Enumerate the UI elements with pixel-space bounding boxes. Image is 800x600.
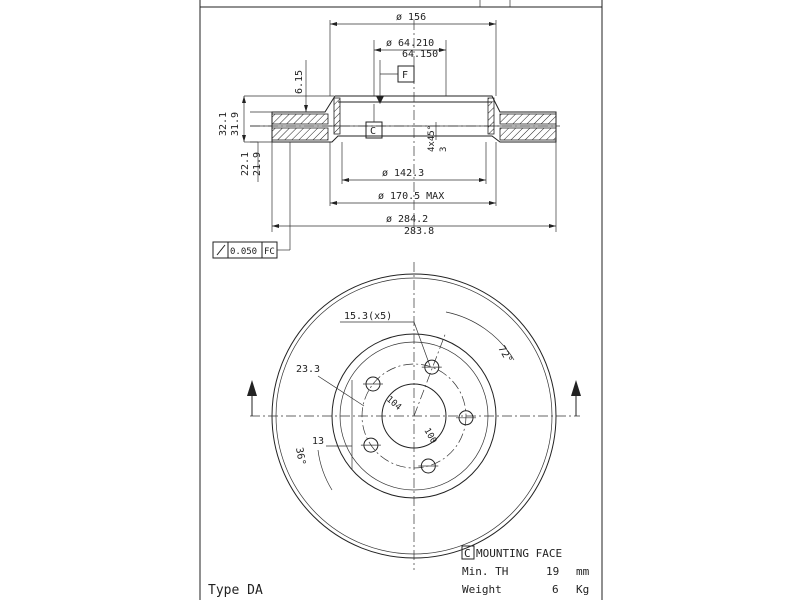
section-arrow-right xyxy=(571,380,581,416)
dim-21-9-label: 21.9 xyxy=(252,152,263,176)
cross-section-view xyxy=(212,20,560,259)
dim-6-15-label: 6.15 xyxy=(294,70,305,94)
angle-72-label: 72° xyxy=(495,344,514,365)
weight-label: Weight xyxy=(462,583,502,596)
dim-156-line xyxy=(330,22,496,26)
dim-142-line xyxy=(342,178,486,182)
mounting-ref-label: C xyxy=(464,547,471,560)
datum-f-label: F xyxy=(402,70,408,81)
weight-unit: Kg xyxy=(576,583,589,596)
chamfer-label: 4x45° xyxy=(427,125,437,152)
min-th-label: Min. TH xyxy=(462,565,508,578)
dim-100-label: 100 xyxy=(421,427,438,446)
dim-64-line xyxy=(374,48,446,52)
dim-142-label: ø 142.3 xyxy=(382,168,424,179)
dim-170-line xyxy=(330,201,496,205)
dim-31-9-label: 31.9 xyxy=(230,112,241,136)
dim-22-1-label: 22.1 xyxy=(240,152,251,176)
tolerance-frame xyxy=(212,142,291,259)
dim-156-label: ø 156 xyxy=(396,12,426,23)
weight-value: 6 xyxy=(552,583,559,596)
bolt-holes xyxy=(360,359,476,474)
dim-64-210-label: ø 64.210 xyxy=(386,38,434,49)
hole-label: 15.3(x5) xyxy=(344,311,392,322)
rotor-ring-right xyxy=(499,113,557,125)
tolerance-ref: FC xyxy=(264,247,275,257)
min-th-unit: mm xyxy=(576,565,590,578)
rotor-ring-right-lower xyxy=(499,127,557,141)
dim-170-label: ø 170.5 MAX xyxy=(378,191,444,202)
chamfer-3-label: 3 xyxy=(439,147,449,152)
dim-284-line xyxy=(272,224,556,228)
dim-64-150-label: 64.150 xyxy=(402,49,438,60)
angle-36-label: 36° xyxy=(293,447,307,467)
tolerance-value: 0.050 xyxy=(230,247,257,257)
datum-c-label: C xyxy=(370,126,376,137)
dim-23-3-label: 23.3 xyxy=(296,364,320,375)
dim-283-8-label: 283.8 xyxy=(404,226,434,237)
dim-32-1-label: 32.1 xyxy=(218,112,229,136)
dim-284-2-label: ø 284.2 xyxy=(386,214,428,225)
mounting-ref-box xyxy=(461,545,475,560)
dim-104-label: 104 xyxy=(384,395,403,413)
dim-13-label: 13 xyxy=(312,436,324,447)
type-label: Type DA xyxy=(208,583,263,598)
rotor-ring-left-lower xyxy=(271,127,329,141)
sheet-frame xyxy=(199,0,603,600)
face-view xyxy=(247,262,581,570)
mounting-face-label: MOUNTING FACE xyxy=(476,547,562,560)
min-th-value: 19 xyxy=(546,565,559,578)
section-arrow-left xyxy=(247,380,257,416)
rotor-ring-left xyxy=(271,113,329,125)
datum-f-box xyxy=(397,65,415,83)
